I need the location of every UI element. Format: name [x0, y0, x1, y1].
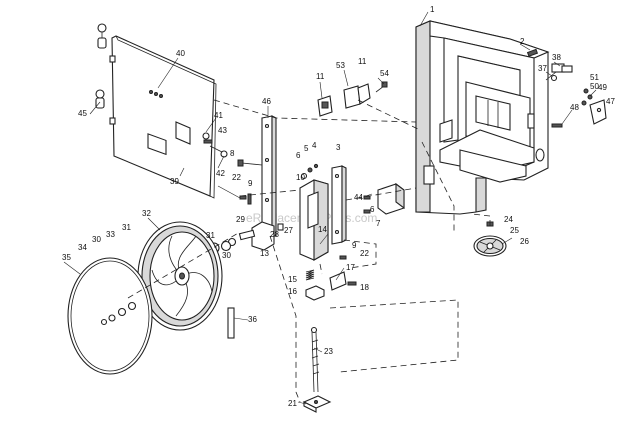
callout-22a: 22 [232, 173, 241, 182]
callout-10: 10 [296, 173, 305, 182]
callout-3: 3 [336, 143, 341, 152]
callout-29: 29 [236, 215, 245, 224]
band-wheel-spoked [137, 221, 223, 331]
callout-11a: 11 [316, 72, 325, 81]
band-wheel-tire [67, 257, 153, 375]
callout-6a: 6 [296, 151, 301, 160]
callout-31a: 31 [206, 231, 215, 240]
callout-46: 46 [262, 97, 271, 106]
callout-8: 8 [230, 149, 235, 158]
wheel-cover-door [109, 35, 217, 199]
tension-screw [310, 326, 320, 393]
callout-9a: 9 [248, 179, 253, 188]
upper-screw-set [239, 193, 252, 205]
tension-spring-assembly [305, 255, 357, 301]
callout-leaders [63, 11, 597, 405]
callout-35: 35 [62, 253, 71, 262]
callout-39: 39 [170, 177, 179, 186]
guide-block-left [317, 95, 333, 117]
callout-38: 38 [552, 53, 561, 62]
upper-guide-rail [261, 115, 277, 239]
callout-1: 1 [430, 5, 435, 14]
frame-top-hardware [526, 48, 607, 128]
callout-22b: 22 [360, 249, 369, 258]
hinge-bolt [237, 159, 263, 167]
callout-36: 36 [248, 315, 257, 324]
callout-42: 42 [216, 169, 225, 178]
callout-49: 49 [598, 83, 607, 92]
callout-6b: 6 [370, 205, 375, 214]
guide-post-rail [331, 165, 347, 245]
door-knob-lower [95, 89, 105, 109]
callout-17: 17 [346, 263, 355, 272]
guide-post-bracket [299, 163, 329, 261]
callout-45: 45 [78, 109, 87, 118]
door-knob-upper [97, 23, 107, 49]
callout-37: 37 [538, 64, 547, 73]
callout-2: 2 [520, 37, 525, 46]
callout-48: 48 [570, 103, 579, 112]
callout-23: 23 [324, 347, 333, 356]
callout-34: 34 [78, 243, 87, 252]
callout-32: 32 [142, 209, 151, 218]
callout-21: 21 [288, 399, 297, 408]
callout-18: 18 [360, 283, 369, 292]
tension-handwheel [473, 221, 507, 257]
callout-30a: 30 [222, 251, 231, 260]
callout-30b: 30 [92, 235, 101, 244]
callout-28: 28 [270, 230, 279, 239]
tension-plate [302, 395, 332, 413]
callout-50: 50 [590, 82, 599, 91]
door-latch-hardware [202, 132, 228, 158]
callout-53: 53 [336, 61, 345, 70]
blade-guard-bar [227, 307, 235, 339]
guide-block-right [343, 83, 371, 109]
wheel-axle-assembly [208, 221, 284, 254]
callout-16: 16 [288, 287, 297, 296]
callout-44: 44 [354, 193, 363, 202]
saw-frame [415, 20, 550, 215]
callout-labels: 1 2 38 37 51 50 49 47 48 40 45 41 43 42 … [62, 5, 615, 408]
callout-31b: 31 [122, 223, 131, 232]
callout-27: 27 [284, 226, 293, 235]
callout-9b: 9 [352, 241, 357, 250]
callout-11b: 11 [358, 57, 367, 66]
callout-43: 43 [218, 126, 227, 135]
callout-24: 24 [504, 215, 513, 224]
assembly-lines [127, 99, 491, 403]
callout-51: 51 [590, 73, 599, 82]
callout-40: 40 [176, 49, 185, 58]
callout-13: 13 [260, 249, 269, 258]
callout-26: 26 [520, 237, 529, 246]
callout-54: 54 [380, 69, 389, 78]
callout-7: 7 [376, 219, 381, 228]
callout-41: 41 [214, 111, 223, 120]
callout-47: 47 [606, 97, 615, 106]
callout-14: 14 [318, 225, 327, 234]
callout-5: 5 [304, 144, 309, 153]
callout-15: 15 [288, 275, 297, 284]
callout-4: 4 [312, 141, 317, 150]
guide-block-screw [375, 81, 388, 93]
callout-33: 33 [106, 230, 115, 239]
callout-25: 25 [510, 226, 519, 235]
